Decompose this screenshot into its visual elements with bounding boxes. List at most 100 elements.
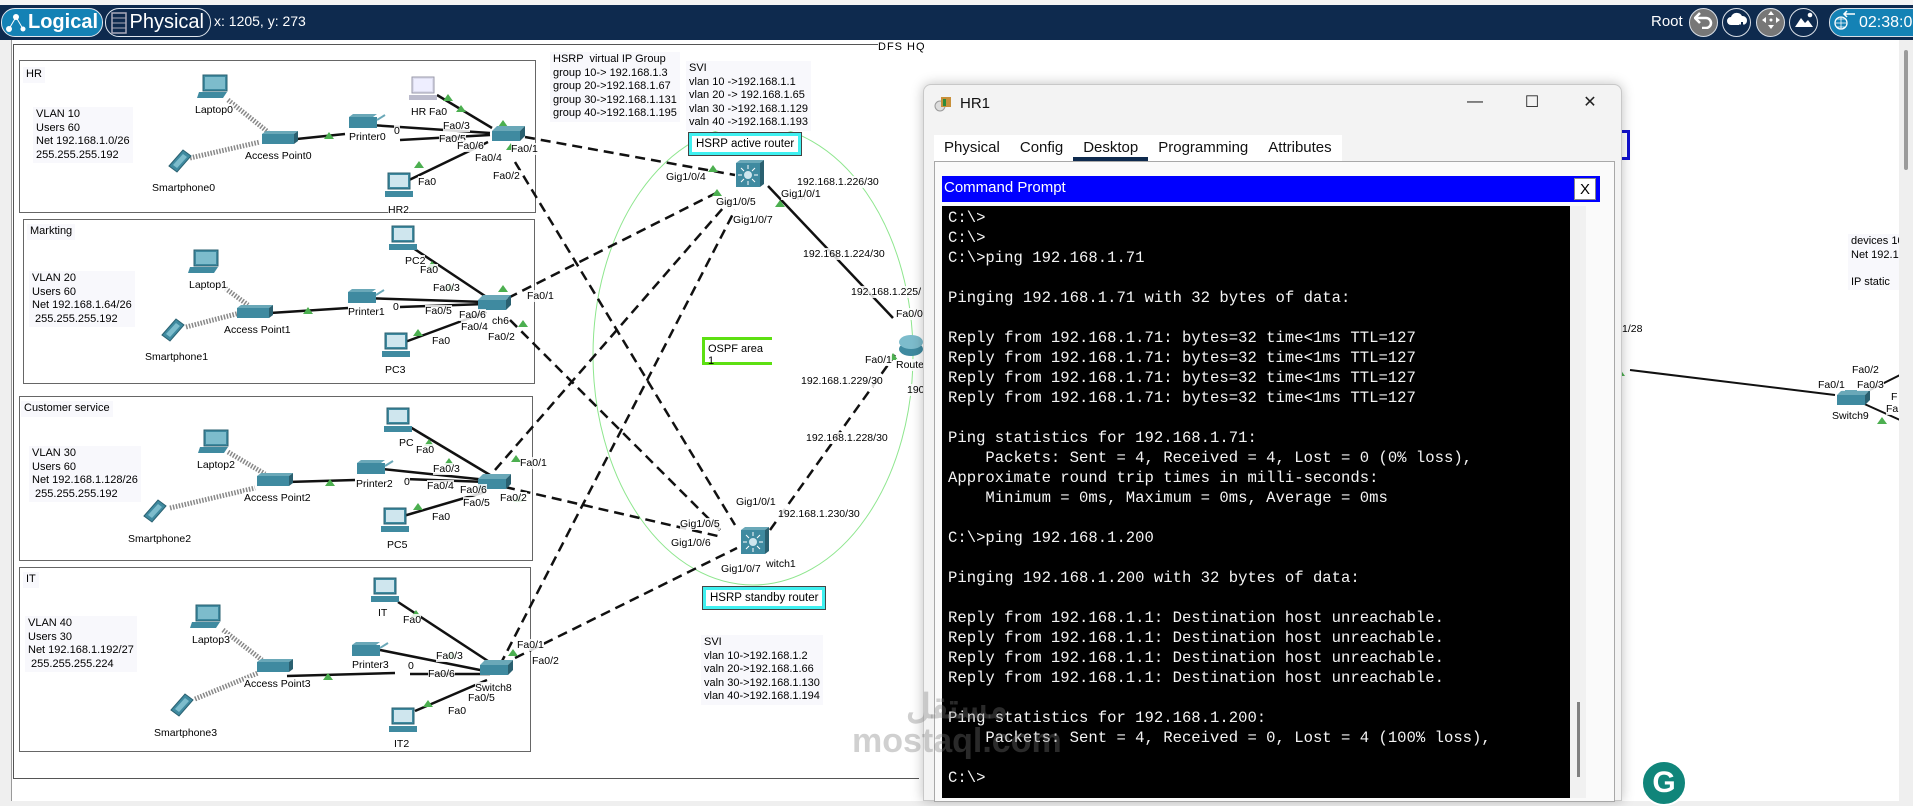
switch-icon[interactable] xyxy=(478,658,514,678)
terminal-line: Reply from 192.168.1.1: Destination host… xyxy=(948,669,1444,687)
dept-label-it: IT xyxy=(23,572,39,588)
vlan-note-it: VLAN 40 Users 30 Net 192.168.1.192/27 25… xyxy=(25,616,137,672)
laptop-icon[interactable] xyxy=(198,428,232,456)
device-label: PC xyxy=(399,437,414,449)
back-button[interactable] xyxy=(1689,8,1718,37)
pc-device-icon xyxy=(934,97,951,112)
access-point-icon[interactable] xyxy=(260,130,298,146)
background-image-button[interactable] xyxy=(1789,8,1818,37)
multilayer-switch-icon[interactable] xyxy=(740,527,770,557)
vlan-note-customer-service: VLAN 30 Users 60 Net 192.168.1.128/26 25… xyxy=(29,446,141,502)
pc-icon[interactable] xyxy=(383,407,413,435)
printer-icon[interactable] xyxy=(347,112,387,130)
device-tabs: Physical Config Desktop Programming Attr… xyxy=(934,135,1342,161)
smartphone-icon[interactable] xyxy=(165,146,195,176)
canvas-vertical-scrollbar[interactable] xyxy=(1899,40,1913,801)
access-point-icon[interactable] xyxy=(235,304,273,320)
pc-icon[interactable] xyxy=(408,76,438,102)
tab-attributes[interactable]: Attributes xyxy=(1268,139,1332,156)
pc-icon[interactable] xyxy=(384,172,414,202)
terminal-line xyxy=(948,588,1564,608)
terminal-line xyxy=(948,748,1564,768)
minimize-button[interactable]: — xyxy=(1467,93,1483,110)
maximize-button[interactable]: ☐ xyxy=(1524,94,1540,111)
device-label: Printer3 xyxy=(352,659,389,671)
access-point-icon[interactable] xyxy=(255,658,293,674)
tab-programming[interactable]: Programming xyxy=(1158,139,1249,156)
switch-icon[interactable] xyxy=(476,293,512,313)
area-label: DFS HQ xyxy=(878,41,926,53)
device-label: Laptop0 xyxy=(195,104,233,116)
laptop-icon[interactable] xyxy=(197,73,231,101)
router-icon[interactable] xyxy=(898,333,924,357)
cursor-coordinates: x: 1205, y: 273 xyxy=(214,13,306,29)
access-point-icon[interactable] xyxy=(255,472,293,488)
time-icon xyxy=(1834,10,1856,35)
link-router-switch9 xyxy=(1629,369,1836,396)
device-label: witch1 xyxy=(766,558,796,570)
pc-icon[interactable] xyxy=(388,225,418,253)
tab-desktop[interactable]: Desktop xyxy=(1073,135,1149,161)
device-label: Switch8 xyxy=(475,682,512,694)
terminal-line: Pinging 192.168.1.71 with 32 bytes of da… xyxy=(948,289,1351,307)
terminal-line: Reply from 192.168.1.1: Destination host… xyxy=(948,629,1444,647)
back-icon xyxy=(1692,11,1714,34)
terminal-line: C:\> xyxy=(948,229,986,247)
device-label: Access Point0 xyxy=(245,150,312,162)
terminal-line: Reply from 192.168.1.1: Destination host… xyxy=(948,609,1444,627)
device-label: Laptop3 xyxy=(192,634,230,646)
dept-label-customer-service: Customer service xyxy=(21,401,113,417)
svi-standby-note: SVI vlan 10->192.168.1.2 valn 20->192.16… xyxy=(701,635,823,705)
printer-icon[interactable] xyxy=(350,640,390,658)
simulation-clock[interactable]: 02:38:00 xyxy=(1829,8,1913,37)
terminal-line xyxy=(948,548,1564,568)
switch-icon[interactable] xyxy=(490,124,526,144)
dept-label-marketing: Markting xyxy=(27,224,76,240)
command-prompt-close-button[interactable]: X xyxy=(1574,178,1596,200)
canvas-scroll-thumb[interactable] xyxy=(1904,50,1908,170)
dept-label-hr: HR xyxy=(23,67,45,83)
terminal-scroll-thumb[interactable] xyxy=(1577,702,1580,777)
command-prompt-terminal[interactable]: C:\>C:\>C:\>ping 192.168.1.71 Pinging 19… xyxy=(942,206,1570,798)
laptop-icon[interactable] xyxy=(190,603,224,631)
device-label: Smartphone3 xyxy=(154,727,218,739)
switch-icon[interactable] xyxy=(1835,388,1871,408)
grammarly-icon[interactable]: G xyxy=(1641,760,1687,806)
terminal-line: Reply from 192.168.1.71: bytes=32 time<1… xyxy=(948,329,1416,347)
terminal-line: Ping statistics for 192.168.1.71: xyxy=(948,429,1257,447)
laptop-icon[interactable] xyxy=(188,248,222,276)
link-sw-hr-core2 xyxy=(513,161,737,526)
terminal-scrollbar[interactable] xyxy=(1570,206,1586,798)
terminal-line: C:\> xyxy=(948,209,986,227)
terminal-line: Ping statistics for 192.168.1.200: xyxy=(948,709,1267,727)
multilayer-switch-icon[interactable] xyxy=(735,160,765,190)
terminal-line: Approximate round trip times in milli-se… xyxy=(948,469,1379,487)
printer-icon[interactable] xyxy=(355,458,395,476)
smartphone-icon[interactable] xyxy=(158,315,188,345)
terminal-line xyxy=(948,308,1564,328)
partial-label-box xyxy=(1622,130,1630,160)
hsrp-virtual-ip-note: HSRP virtual IP Group group 10-> 192.168… xyxy=(550,52,680,122)
device-label: Smartphone0 xyxy=(152,182,216,194)
tab-physical[interactable]: Physical xyxy=(944,139,1000,156)
pc-icon[interactable] xyxy=(388,707,418,737)
pc-icon[interactable] xyxy=(370,577,400,605)
close-button[interactable]: ✕ xyxy=(1583,94,1597,111)
tab-config[interactable]: Config xyxy=(1019,139,1064,156)
terminal-line: Reply from 192.168.1.71: bytes=32 time<1… xyxy=(948,389,1416,407)
terminal-line: Pinging 192.168.1.200 with 32 bytes of d… xyxy=(948,569,1360,587)
hsrp-active-label: HSRP active router xyxy=(688,132,803,156)
link-sw-it-core2 xyxy=(514,546,738,660)
logical-view-button[interactable]: Logical xyxy=(1,8,103,37)
toolbar: Logical Physical x: 1205, y: 273 Root 02… xyxy=(0,5,1913,40)
smartphone-icon[interactable] xyxy=(140,496,170,526)
pc-icon[interactable] xyxy=(380,507,410,537)
smartphone-icon[interactable] xyxy=(167,690,197,720)
printer-icon[interactable] xyxy=(346,287,386,305)
cloud-add-button[interactable] xyxy=(1722,8,1751,37)
pc-icon[interactable] xyxy=(381,332,411,362)
hsrp-standby-label: HSRP standby router xyxy=(702,586,827,610)
move-button[interactable] xyxy=(1756,8,1785,37)
physical-view-button[interactable]: Physical xyxy=(105,8,211,37)
root-breadcrumb[interactable]: Root xyxy=(1651,13,1683,30)
